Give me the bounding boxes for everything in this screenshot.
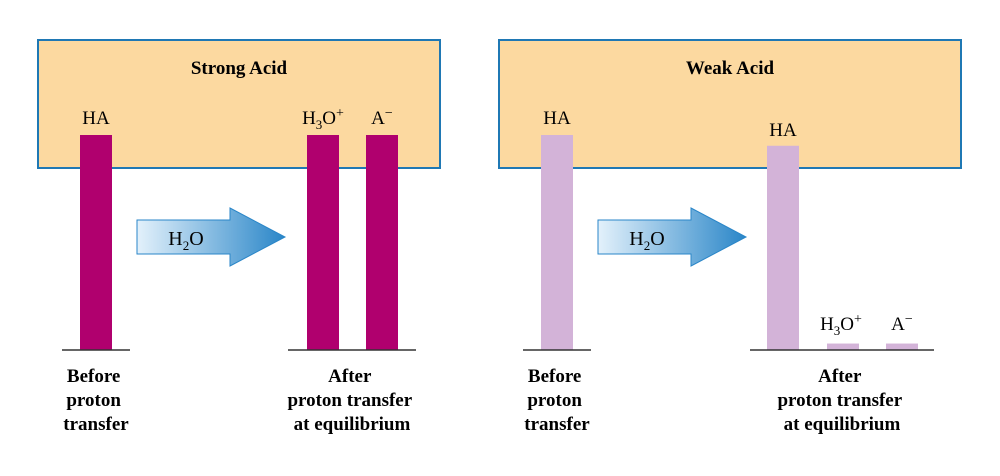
- strong-before-bar-label: HA: [82, 108, 110, 129]
- label-main: A: [371, 108, 385, 129]
- label-sub: 3: [316, 117, 323, 132]
- label-main: H: [820, 314, 834, 335]
- arrow-label-tail: O: [189, 228, 203, 250]
- weak-after-label-h3o: H3O+: [820, 312, 862, 338]
- strong-after-label-h3o: H3O+: [302, 106, 344, 132]
- label-sub: 3: [834, 323, 841, 338]
- caption-line: proton transfer: [287, 390, 412, 411]
- weak-acid-box: [498, 39, 962, 169]
- label-sup: +: [854, 312, 862, 327]
- strong-acid-title: Strong Acid: [191, 58, 288, 79]
- strong-arrow: [136, 207, 287, 267]
- strong-before-caption: Before proton transfer: [63, 366, 129, 435]
- caption-line: at equilibrium: [784, 414, 901, 435]
- caption-line: proton: [66, 390, 121, 411]
- arrow-label-main: H: [629, 228, 643, 250]
- weak-arrow: [597, 207, 748, 267]
- caption-line: After: [818, 366, 862, 387]
- label-tail: O: [322, 108, 336, 129]
- caption-line: proton transfer: [777, 390, 902, 411]
- strong-arrow-label: H2O: [168, 228, 203, 253]
- label-sup: +: [336, 106, 344, 121]
- caption-line: transfer: [524, 414, 590, 435]
- weak-after-bar-a: [886, 343, 918, 350]
- label-main: A: [891, 314, 905, 335]
- caption-line: Before: [528, 366, 581, 387]
- arrow-label-tail: O: [650, 228, 664, 250]
- weak-acid-panel: Weak Acid HA Before proton transfer H2O …: [498, 39, 962, 435]
- arrow-label-sub: 2: [644, 238, 651, 253]
- label-sup: −: [905, 312, 913, 327]
- strong-after-bar-a: [366, 135, 398, 350]
- weak-before-bar: [541, 135, 573, 350]
- caption-line: at equilibrium: [294, 414, 411, 435]
- strong-acid-panel: Strong Acid HA Before proton transfer H2…: [37, 39, 441, 435]
- weak-after-label-ha: HA: [769, 120, 797, 141]
- strong-after-bar-h3o: [307, 135, 339, 350]
- strong-after-caption: After proton transfer at equilibrium: [287, 366, 416, 435]
- label-tail: O: [840, 314, 854, 335]
- label-main: H: [302, 108, 316, 129]
- weak-after-bar-ha: [767, 145, 799, 350]
- caption-line: After: [328, 366, 372, 387]
- weak-before-bar-label: HA: [543, 108, 571, 129]
- strong-after-label-a: A−: [371, 106, 393, 129]
- arrow-label-sub: 2: [183, 238, 190, 253]
- caption-line: proton: [527, 390, 582, 411]
- strong-before-bar: [80, 135, 112, 350]
- caption-line: transfer: [63, 414, 129, 435]
- weak-before-caption: Before proton transfer: [524, 366, 590, 435]
- weak-after-label-a: A−: [891, 312, 913, 335]
- weak-after-bar-h3o: [827, 343, 859, 350]
- weak-arrow-label: H2O: [629, 228, 664, 253]
- arrow-label-main: H: [168, 228, 182, 250]
- weak-acid-title: Weak Acid: [686, 58, 775, 79]
- caption-line: Before: [67, 366, 120, 387]
- label-sup: −: [385, 106, 393, 121]
- weak-after-caption: After proton transfer at equilibrium: [777, 366, 906, 435]
